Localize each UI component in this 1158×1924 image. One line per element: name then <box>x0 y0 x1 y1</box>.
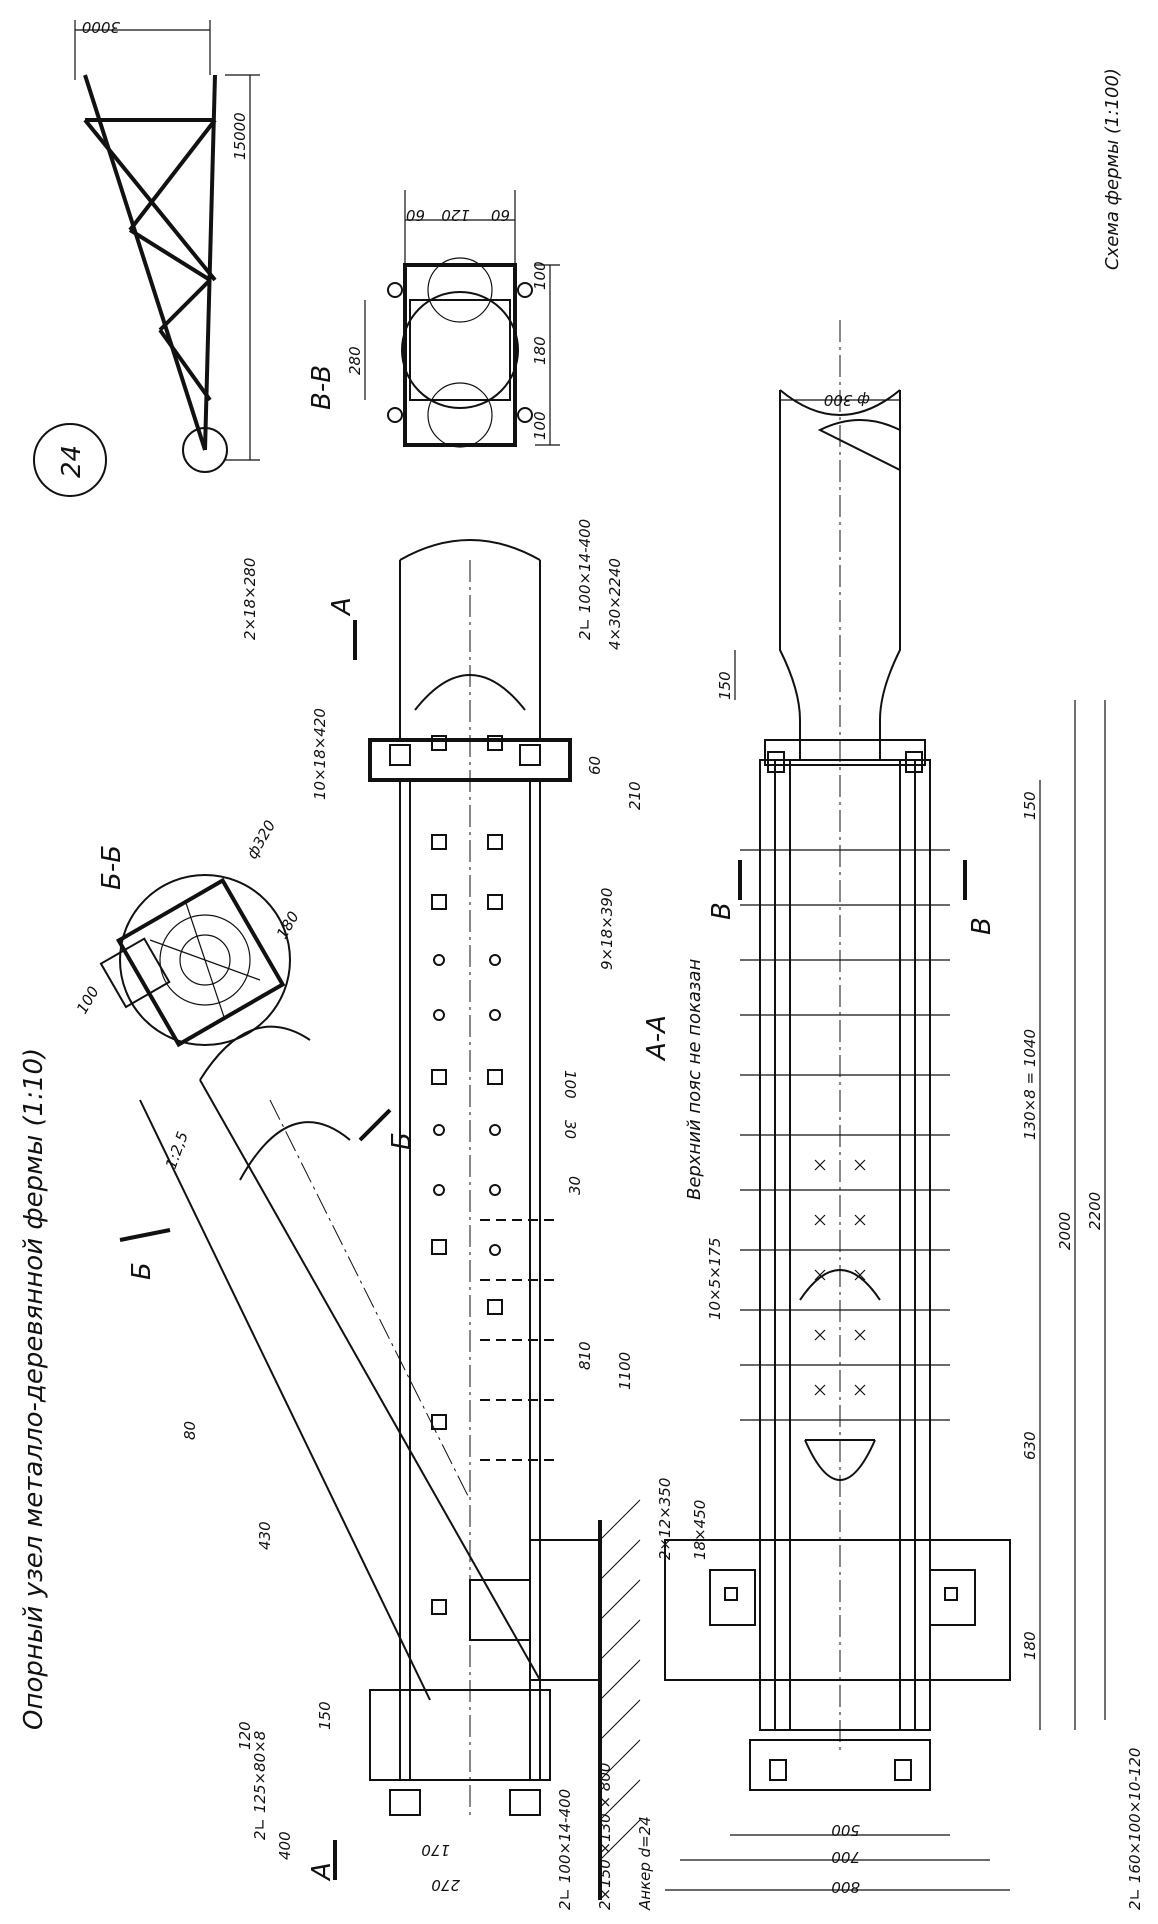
angle-top-label: 2∟ 100×14-400 <box>576 519 594 640</box>
section-vv: В-В 60 120 60 100 180 100 280 <box>307 190 560 448</box>
section-aa-label: А-А <box>642 1015 672 1062</box>
dim-210: 210 <box>626 781 644 810</box>
plan-nails-label: 10×5×175 <box>706 1238 724 1320</box>
dim-30b: 30 <box>566 1176 584 1195</box>
section-mark-b-right: Б <box>387 1132 417 1150</box>
vv-dim-100b: 100 <box>531 411 549 440</box>
angle-left-label: 2∟ 125×80×8 <box>251 1731 269 1840</box>
vv-dim-60b: 60 <box>491 206 510 224</box>
dim-150: 150 <box>316 1701 334 1730</box>
section-vv-label: В-В <box>307 365 337 410</box>
bolts-9x18x390: 9×18×390 <box>598 888 616 970</box>
plan-dim-2200: 2200 <box>1086 1192 1104 1230</box>
vv-dim-120: 120 <box>441 206 470 224</box>
dim-120: 120 <box>236 1721 254 1750</box>
plan-dim-500: 500 <box>831 1821 860 1839</box>
bb-diameter: ф320 <box>243 817 279 862</box>
section-mark-a-top: А <box>327 597 357 617</box>
block-2x150-label: 2×150 ×130 × 800 <box>596 1763 614 1910</box>
plan-dim-180: 180 <box>1021 1631 1039 1660</box>
plan-phi300: ф 300 <box>824 391 870 409</box>
plan-dim-800: 800 <box>831 1878 860 1896</box>
bb-dim-100: 100 <box>73 983 103 1017</box>
plan-dim-130x8: 130×8 = 1040 <box>1021 1029 1039 1140</box>
section-bb: Б-Б ф320 180 100 <box>73 817 303 1048</box>
slope-label: 1:2,5 <box>162 1129 192 1171</box>
bb-dim-180: 180 <box>273 908 303 942</box>
dim-100: 100 <box>561 1070 579 1099</box>
section-mark-a-bottom: А <box>307 1862 337 1882</box>
plate-2x18x280: 2×18×280 <box>241 558 259 640</box>
plan-plate-2x12x350: 2×12×350 <box>656 1478 674 1560</box>
drawing-title: Опорный узел металло-деревянной фермы (1… <box>19 1048 49 1730</box>
vv-dim-100a: 100 <box>531 261 549 290</box>
plan-dim-630: 630 <box>1021 1431 1039 1460</box>
scheme-title: Схема фермы (1:100) <box>1102 68 1123 270</box>
dim-1100: 1100 <box>616 1352 634 1390</box>
elevation-view: А А Б Б 1:2,5 2×18×280 2∟ 100×14-400 4×3… <box>119 519 654 1911</box>
sheet-number: 24 <box>57 445 87 478</box>
plan-view: В В ф 300 150 150 130×8 = 1040 2000 2200… <box>656 320 1144 1910</box>
dim-810: 810 <box>576 1341 594 1370</box>
plan-plate-18x450: 18×450 <box>691 1500 709 1560</box>
strip-4x30x2240: 4×30×2240 <box>606 558 624 650</box>
plan-dim-700: 700 <box>831 1848 860 1866</box>
plan-dim-150: 150 <box>1021 791 1039 820</box>
dim-430: 430 <box>256 1521 274 1550</box>
plan-dim-2000: 2000 <box>1056 1212 1074 1250</box>
section-mark-v-right: В <box>967 917 997 935</box>
dim-30a: 30 <box>561 1120 579 1139</box>
angle-bottom-label: 2∟ 100×14-400 <box>556 1789 574 1910</box>
sheet-number-badge: 24 <box>33 423 107 497</box>
section-mark-b-left: Б <box>127 1262 157 1280</box>
truss-scheme: Схема фермы (1:100) 3000 15000 <box>74 18 1123 473</box>
anchor-label: Анкер d=24 <box>636 1816 654 1911</box>
scheme-span: 15000 <box>231 112 249 160</box>
vv-dim-60a: 60 <box>406 206 425 224</box>
dim-60: 60 <box>586 756 604 775</box>
plan-angle-bottom: 2∟ 160×100×10-120 <box>1126 1748 1144 1910</box>
top-chord-note: Верхний пояс не показан <box>684 959 705 1200</box>
vv-dim-280: 280 <box>346 346 364 375</box>
scheme-height: 3000 <box>82 18 120 36</box>
section-mark-v-left: В <box>707 902 737 920</box>
section-bb-label: Б-Б <box>97 845 127 890</box>
angle-left-length: 400 <box>276 1831 294 1860</box>
vv-dim-180: 180 <box>531 336 549 365</box>
dim-170: 170 <box>421 1841 450 1859</box>
bolts-10x18x420: 10×18×420 <box>311 708 329 800</box>
dim-270: 270 <box>431 1876 460 1894</box>
dim-80: 80 <box>181 1421 199 1440</box>
plan-dim-150-top: 150 <box>716 671 734 700</box>
